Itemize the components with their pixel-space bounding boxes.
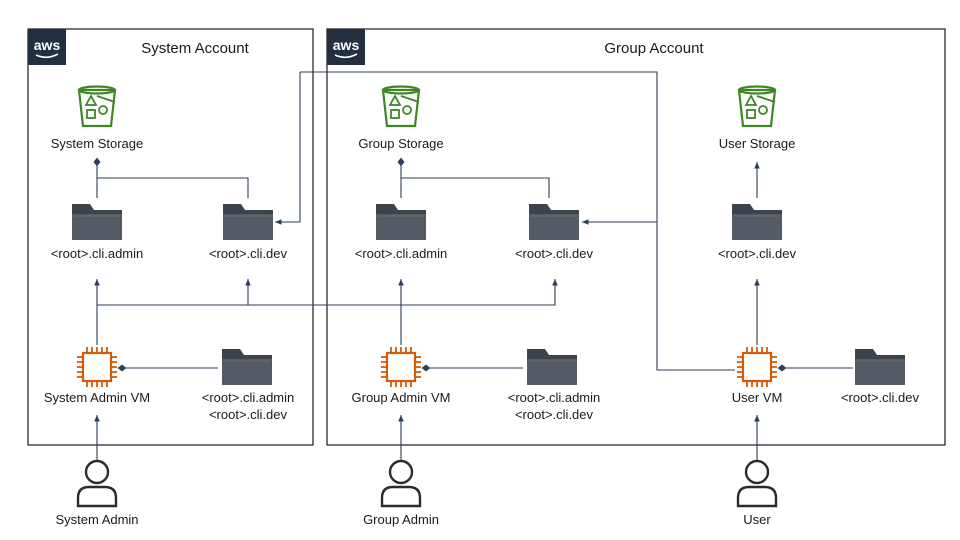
group-account-frame <box>326 28 946 446</box>
user-icon <box>736 459 778 508</box>
group-account-title: Group Account <box>604 40 704 57</box>
user-vm-label: User VM <box>732 390 783 405</box>
svg-text:aws: aws <box>34 37 61 53</box>
user-label: User <box>743 512 771 527</box>
group-admin-user-label: Group Admin <box>363 512 439 527</box>
system-vm-folder-icon <box>221 348 273 386</box>
system-vm-folder-label-1: <root>.cli.admin <box>202 390 295 405</box>
user-vm-folder-icon <box>854 348 906 386</box>
group-vm-folder-icon <box>526 348 578 386</box>
connectors <box>93 71 853 460</box>
system-aws-badge: aws <box>28 29 66 65</box>
system-storage-icon <box>77 85 117 128</box>
system-account-frame <box>27 28 314 446</box>
group-vm-folder-label-2: <root>.cli.dev <box>515 407 594 422</box>
group-admin-user-icon <box>380 459 422 508</box>
group-admin-folder-icon <box>375 203 427 241</box>
system-admin-vm-icon <box>75 345 119 389</box>
group-storage-icon <box>381 85 421 128</box>
user-vm-icon <box>735 345 779 389</box>
user-storage-icon <box>737 85 777 128</box>
system-account-title: System Account <box>141 40 249 57</box>
group-dev-folder-icon <box>528 203 580 241</box>
user-dev-folder-icon <box>731 203 783 241</box>
svg-text:aws: aws <box>333 37 360 53</box>
system-dev-folder-label: <root>.cli.dev <box>209 246 288 261</box>
group-admin-folder-label: <root>.cli.admin <box>355 246 448 261</box>
user-storage-label: User Storage <box>719 136 796 151</box>
group-aws-badge: aws <box>327 29 365 65</box>
user-dev-folder-label: <root>.cli.dev <box>718 246 797 261</box>
system-storage-label: System Storage <box>51 136 144 151</box>
system-vm-folder-label-2: <root>.cli.dev <box>209 407 288 422</box>
system-dev-folder-icon <box>222 203 274 241</box>
group-vm-folder-label-1: <root>.cli.admin <box>508 390 601 405</box>
system-admin-user-label: System Admin <box>55 512 138 527</box>
system-admin-folder-icon <box>71 203 123 241</box>
group-admin-vm-label: Group Admin VM <box>352 390 451 405</box>
group-storage-label: Group Storage <box>358 136 443 151</box>
system-admin-folder-label: <root>.cli.admin <box>51 246 144 261</box>
user-vm-folder-label: <root>.cli.dev <box>841 390 920 405</box>
system-admin-user-icon <box>76 459 118 508</box>
group-admin-vm-icon <box>379 345 423 389</box>
group-dev-folder-label: <root>.cli.dev <box>515 246 594 261</box>
system-admin-vm-label: System Admin VM <box>44 390 150 405</box>
